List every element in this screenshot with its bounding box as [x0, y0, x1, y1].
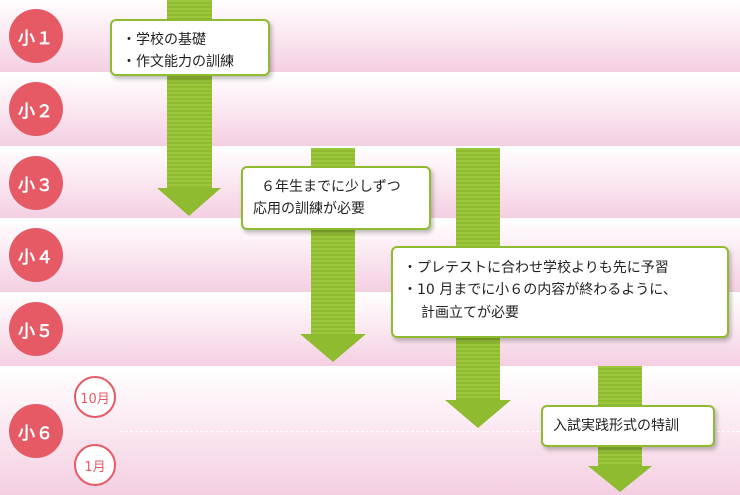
note-line: 計画立てが必要	[421, 304, 519, 321]
month-circle-january: 1月	[74, 444, 116, 486]
note-line: ６年生までに少しずつ	[261, 179, 401, 195]
grade-circle-1: 小１	[9, 9, 63, 63]
grade-circle-4: 小４	[9, 228, 63, 282]
note-line: 入試実践形式の特訓	[553, 418, 679, 434]
note-line: ・10 月までに小６の内容が終わるように、	[403, 282, 677, 299]
note-line: ・作文能力の訓練	[122, 54, 234, 71]
grade-circle-2: 小２	[9, 82, 63, 136]
note-grade6-goal: ６年生までに少しずつ 応用の訓練が必要	[241, 166, 431, 230]
grade-circle-5: 小５	[9, 302, 63, 356]
note-line: ・プレテストに合わせ学校よりも先に予習	[403, 260, 669, 276]
note-line: 応用の訓練が必要	[253, 201, 365, 218]
note-basics: ・学校の基礎 ・作文能力の訓練	[110, 19, 270, 76]
row-band-grade2	[0, 74, 740, 146]
month-divider	[120, 431, 740, 432]
grade-circle-3: 小３	[9, 156, 63, 210]
note-line: ・学校の基礎	[122, 32, 206, 48]
grade-circle-6: 小６	[9, 404, 63, 458]
month-circle-october: 10月	[74, 376, 116, 418]
note-exam-training: 入試実践形式の特訓	[541, 405, 715, 447]
note-pretest: ・プレテストに合わせ学校よりも先に予習 ・10 月までに小６の内容が終わるように…	[391, 246, 729, 338]
